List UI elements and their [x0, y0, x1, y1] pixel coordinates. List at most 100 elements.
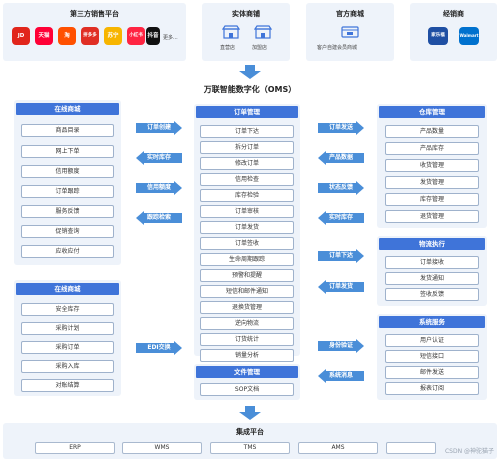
third-party-title: 第三方销售平台 — [70, 10, 119, 18]
order-shipped-label: 订单发货 — [328, 283, 353, 290]
store-icon — [222, 25, 240, 39]
arrow-right-icon: 身份验证 — [318, 339, 364, 353]
distributor-title: 经销商 — [443, 10, 464, 18]
product-catalog-item[interactable]: 商品目录 — [21, 124, 114, 137]
order-tracking-item[interactable]: 订单跟踪 — [21, 185, 114, 198]
credit-limit-item[interactable]: 信用额度 — [21, 165, 114, 178]
order-create-label: 订单创建 — [146, 124, 171, 131]
shipping-item[interactable]: 发货管理 — [385, 176, 479, 189]
order-dispatch-label: 订单下达 — [328, 252, 353, 259]
official-mall-panel: 官方商城 客户自建会员商城 — [306, 3, 394, 61]
tms-item[interactable]: TMS — [210, 442, 290, 454]
return-exchange-item[interactable]: 退换货管理 — [200, 301, 294, 314]
suning-logo: 苏宁 — [104, 27, 122, 45]
arrow-left-icon: 实时库存 — [318, 211, 364, 225]
arrow-right-icon: 订单下达 — [318, 249, 364, 263]
wms-item[interactable]: WMS — [122, 442, 202, 454]
more-platforms-text: 更多... — [163, 35, 178, 41]
blank-integration-item — [386, 442, 436, 454]
order-management-header: 订单管理 — [196, 106, 298, 118]
purchase-header: 在线商城 — [16, 283, 119, 295]
down-arrow-icon — [239, 406, 261, 420]
watermark-text: CSDN @神驼猫子 — [444, 448, 494, 455]
receivables-payables-item[interactable]: 应收应付 — [21, 245, 114, 258]
system-service-header: 系统服务 — [379, 316, 485, 328]
arrow-right-icon: 状态反馈 — [318, 181, 364, 195]
sign-feedback-item[interactable]: 签收反馈 — [385, 288, 479, 301]
safety-stock-item[interactable]: 安全库存 — [21, 303, 114, 316]
arrow-left-icon: 系统消息 — [318, 369, 364, 383]
member-mall-label: 客户自建会员商城 — [317, 45, 358, 51]
product-quantity-item[interactable]: 产品数量 — [385, 125, 479, 138]
report-subscribe-item[interactable]: 报表订阅 — [385, 382, 479, 395]
integration-title: 集成平台 — [236, 428, 264, 436]
order-send-label: 订单发送 — [328, 124, 353, 131]
ship-notice-item[interactable]: 发货通知 — [385, 272, 479, 285]
order-statistics-item[interactable]: 订货统计 — [200, 333, 294, 346]
purchase-plan-item[interactable]: 采购计划 — [21, 322, 114, 335]
sms-email-notify-item[interactable]: 短信和邮件通知 — [200, 285, 294, 298]
inventory-item[interactable]: 库存管理 — [385, 193, 479, 206]
franchise-store-label: 加盟店 — [252, 45, 268, 51]
service-feedback-item[interactable]: 服务反馈 — [21, 205, 114, 218]
reconciliation-item[interactable]: 对账结算 — [21, 379, 114, 392]
purchase-inbound-item[interactable]: 采购入库 — [21, 360, 114, 373]
sales-analysis-item[interactable]: 销量分析 — [200, 349, 294, 362]
modify-order-item[interactable]: 修改订单 — [200, 157, 294, 170]
product-data-label: 产品数据 — [328, 154, 353, 161]
arrow-right-icon: 订单发送 — [318, 121, 364, 135]
promotion-query-item[interactable]: 促销查询 — [21, 225, 114, 238]
taobao-logo: 淘 — [58, 27, 76, 45]
email-send-item[interactable]: 邮件发送 — [385, 366, 479, 379]
receiving-item[interactable]: 收货管理 — [385, 159, 479, 172]
online-mall-header: 在线商城 — [16, 103, 119, 115]
edi-exchange-label: EDI交换 — [147, 344, 171, 351]
realtime-stock-right-label: 实时库存 — [328, 214, 353, 221]
arrow-left-icon: 跟踪检索 — [136, 211, 182, 225]
alert-reminder-item[interactable]: 预警和提醒 — [200, 269, 294, 282]
arrow-left-icon: 实时库存 — [136, 151, 182, 165]
lifecycle-tracking-item[interactable]: 生命周期跟踪 — [200, 253, 294, 266]
oms-title: 万联智能数字化（OMS） — [203, 85, 297, 94]
credit-check-item[interactable]: 信用检查 — [200, 173, 294, 186]
erp-item[interactable]: ERP — [35, 442, 115, 454]
order-issue-item[interactable]: 订单下达 — [200, 125, 294, 138]
jd-logo: JD — [12, 27, 30, 45]
arrow-right-icon: 信用额度 — [136, 181, 182, 195]
order-shipping-item[interactable]: 订单发货 — [200, 221, 294, 234]
order-receipt-item[interactable]: 订单签收 — [200, 237, 294, 250]
carrefour-logo: 家乐福 — [428, 27, 448, 45]
order-receive-item[interactable]: 订单接收 — [385, 256, 479, 269]
system-message-label: 系统消息 — [328, 372, 353, 379]
warehouse-header: 仓库管理 — [379, 106, 485, 118]
status-feedback-label: 状态反馈 — [328, 184, 353, 191]
distributor-panel: 经销商 家乐福 Walmart — [410, 3, 497, 61]
down-arrow-icon — [239, 65, 261, 79]
third-party-platform-panel: 第三方销售平台 JD 天猫 淘 拼多多 苏宁 小红书 抖音 更多... — [3, 3, 186, 61]
tmall-logo: 天猫 — [35, 27, 53, 45]
user-auth-item[interactable]: 用户认证 — [385, 334, 479, 347]
physical-store-title: 实体商铺 — [232, 10, 260, 18]
mall-icon — [341, 26, 359, 38]
online-order-item[interactable]: 网上下单 — [21, 145, 114, 158]
stock-check-item[interactable]: 库存检验 — [200, 189, 294, 202]
purchase-order-item[interactable]: 采购订单 — [21, 341, 114, 354]
order-review-item[interactable]: 订单审核 — [200, 205, 294, 218]
split-order-item[interactable]: 拆分订单 — [200, 141, 294, 154]
sop-document-item[interactable]: SOP文档 — [200, 383, 294, 396]
physical-store-panel: 实体商铺 直营店 加盟店 — [202, 3, 290, 61]
douyin-logo: 抖音 — [146, 27, 160, 45]
arrow-right-icon: 订单创建 — [136, 121, 182, 135]
direct-store-label: 直营店 — [220, 45, 236, 51]
purchase-panel: 在线商城 — [14, 280, 121, 396]
ams-item[interactable]: AMS — [298, 442, 378, 454]
sms-api-item[interactable]: 短信接口 — [385, 350, 479, 363]
returns-item[interactable]: 退货管理 — [385, 210, 479, 223]
product-stock-item[interactable]: 产品库存 — [385, 142, 479, 155]
reverse-logistics-item[interactable]: 逆向物流 — [200, 317, 294, 330]
walmart-logo: Walmart — [459, 27, 479, 45]
pinduoduo-logo: 拼多多 — [81, 27, 99, 45]
identity-verify-label: 身份验证 — [328, 342, 353, 349]
arrow-right-icon: EDI交换 — [136, 341, 182, 355]
arrow-left-icon: 产品数据 — [318, 151, 364, 165]
